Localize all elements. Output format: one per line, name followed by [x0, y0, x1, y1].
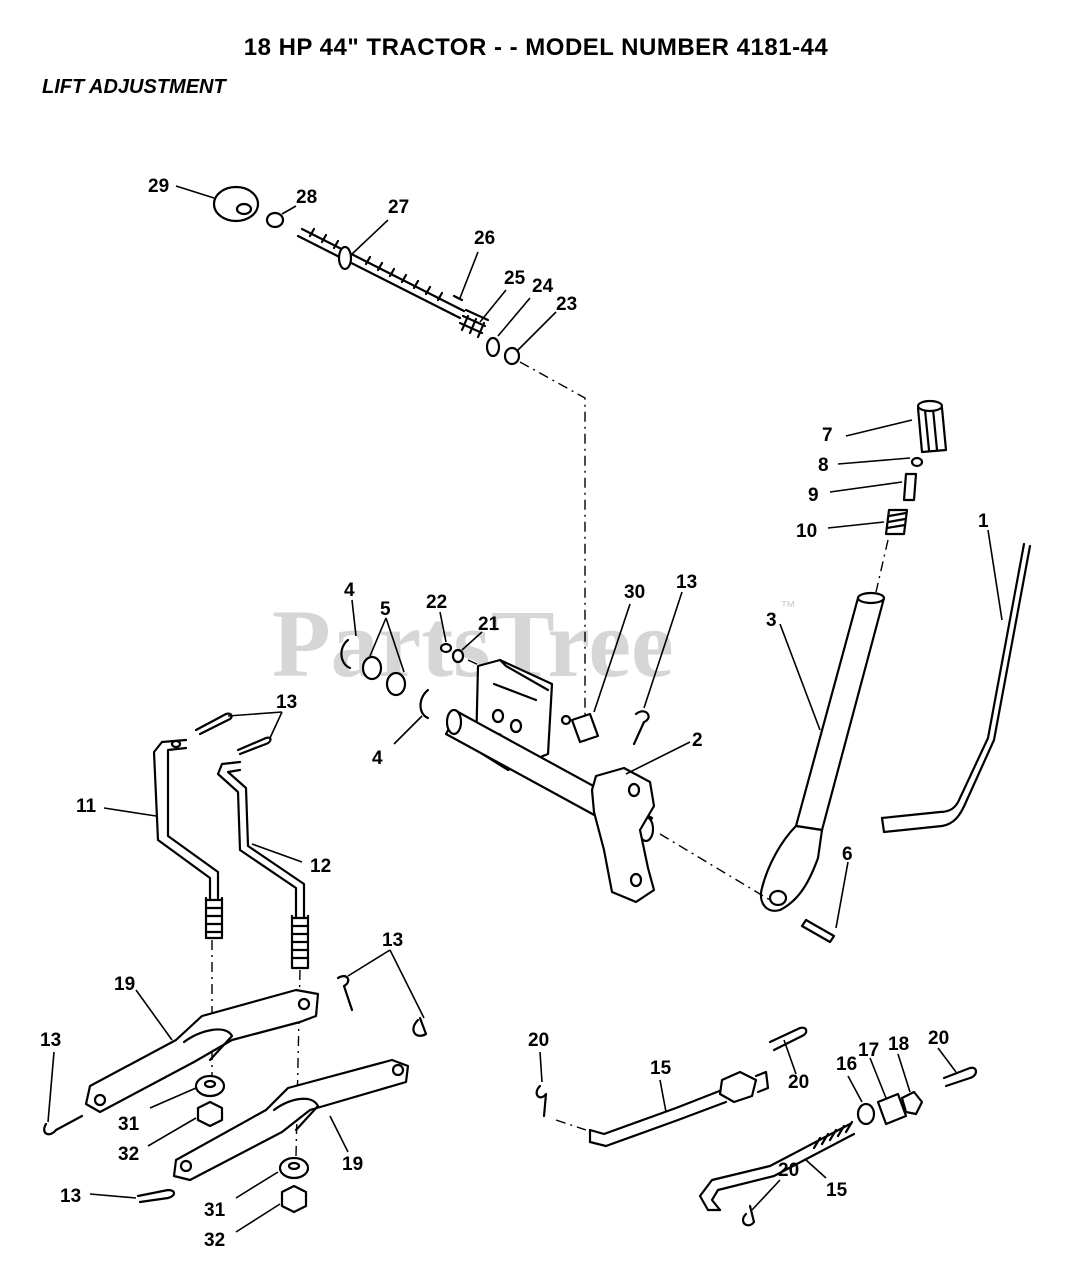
callout-25: 25 [504, 268, 526, 289]
callout-32-upper: 32 [118, 1144, 139, 1165]
handle-grip-part-7 [916, 399, 948, 454]
pin-part-9 [902, 472, 918, 502]
callout-12: 12 [310, 856, 331, 877]
nut-part-32-b [280, 1184, 308, 1214]
assembly-line [519, 361, 586, 742]
lift-arm-part-19-a [84, 988, 320, 1114]
watermark-trademark: ™ [780, 599, 796, 616]
spring-part-25 [458, 308, 490, 339]
lift-link-part-12 [216, 760, 310, 970]
handle-assembly-line [875, 539, 889, 593]
spring-part-10 [884, 508, 909, 536]
rod-assembly-line [555, 1119, 587, 1131]
o-ring-part-8 [910, 456, 924, 468]
callout-13-bottom: 13 [60, 1186, 81, 1207]
page-title: 18 HP 44" TRACTOR - - MODEL NUMBER 4181-… [243, 34, 829, 61]
callout-29: 29 [148, 176, 169, 197]
callout-4-lower: 4 [372, 748, 383, 769]
callout-15-upper: 15 [650, 1058, 672, 1079]
section-title: LIFT ADJUSTMENT [42, 76, 226, 98]
washer-part-5-a [361, 655, 383, 681]
callout-31-upper: 31 [118, 1114, 140, 1135]
callout-30: 30 [624, 582, 645, 603]
lift-lever-part-3 [759, 591, 886, 912]
hairpin-clip-part-13-d [412, 1016, 428, 1037]
washer-part-24 [485, 336, 501, 358]
e-clip-part-4-lower [419, 688, 430, 720]
hairpin-clip-part-13-c [336, 975, 354, 1012]
callout-13-left: 13 [40, 1030, 61, 1051]
lift-arm-part-19-b [172, 1058, 410, 1182]
callout-20-mid: 20 [788, 1072, 809, 1093]
callout-21: 21 [478, 614, 500, 635]
shaft-assembly-line [659, 833, 771, 901]
lift-link-part-11 [152, 738, 224, 940]
callout-20-right: 20 [928, 1028, 949, 1049]
washer-part-16 [856, 1102, 876, 1126]
nut-part-23 [503, 346, 521, 366]
callout-23: 23 [556, 294, 577, 315]
knob-part-29 [212, 185, 260, 223]
adjustment-rod-part-15-b [698, 1120, 856, 1212]
callout-1: 1 [978, 511, 989, 532]
callout-18: 18 [888, 1034, 909, 1055]
nut-part-32-a [196, 1100, 224, 1128]
partstree-watermark: PartsTree [272, 590, 674, 697]
callout-15-lower: 15 [826, 1180, 848, 1201]
ring-part-21 [451, 648, 465, 664]
callout-20-left: 20 [528, 1030, 549, 1051]
callout-22: 22 [426, 592, 447, 613]
callout-19-lower: 19 [342, 1154, 363, 1175]
callout-19-upper: 19 [114, 974, 135, 995]
hairpin-clip-part-13-b [632, 710, 650, 746]
pin-part-22 [439, 642, 453, 654]
callout-3: 3 [766, 610, 777, 631]
pin-part-30 [560, 712, 600, 744]
hairpin-clip-part-20-d [741, 1204, 756, 1227]
callout-8: 8 [818, 455, 829, 476]
hairpin-clip-part-20-b [768, 1026, 808, 1052]
threaded-rod-part-27 [296, 227, 466, 320]
adjustment-rod-part-15-a [588, 1070, 770, 1148]
callout-9: 9 [808, 485, 819, 506]
callout-13-links: 13 [276, 692, 297, 713]
callout-31-lower: 31 [204, 1200, 226, 1221]
leader-lines [47, 185, 1003, 1233]
callout-16: 16 [836, 1054, 857, 1075]
rod-part-1 [880, 542, 1032, 834]
callout-7: 7 [822, 425, 833, 446]
callout-11: 11 [76, 796, 97, 817]
callout-5: 5 [380, 599, 391, 620]
block-part-17 [876, 1092, 908, 1126]
callout-10: 10 [796, 521, 817, 542]
callout-28: 28 [296, 187, 317, 208]
washer-part-5-b [385, 671, 407, 697]
hairpin-clip-part-20-c [942, 1066, 978, 1088]
callout-27: 27 [388, 197, 409, 218]
callout-24: 24 [532, 276, 554, 297]
callout-26: 26 [474, 228, 495, 249]
hairpin-clip-part-13-e [43, 1114, 84, 1136]
callout-13-upper: 13 [676, 572, 697, 593]
callout-20-bottom: 20 [778, 1160, 799, 1181]
callout-6: 6 [842, 844, 853, 865]
hairpin-clip-part-13-a [194, 712, 272, 756]
hairpin-clip-part-13-f [136, 1188, 176, 1204]
e-clip-part-4-upper [340, 638, 352, 670]
nut-part-28 [265, 211, 285, 229]
nut-part-18 [900, 1090, 924, 1116]
callout-2: 2 [692, 730, 703, 751]
callout-4-upper: 4 [344, 580, 355, 601]
callout-32-lower: 32 [204, 1230, 225, 1251]
callout-17: 17 [858, 1040, 879, 1061]
hairpin-clip-part-20-a [535, 1084, 548, 1118]
callout-13-arms: 13 [382, 930, 403, 951]
pin-part-26 [452, 294, 464, 302]
lift-arm-part-2 [590, 766, 656, 904]
bolt-part-6 [800, 918, 836, 944]
